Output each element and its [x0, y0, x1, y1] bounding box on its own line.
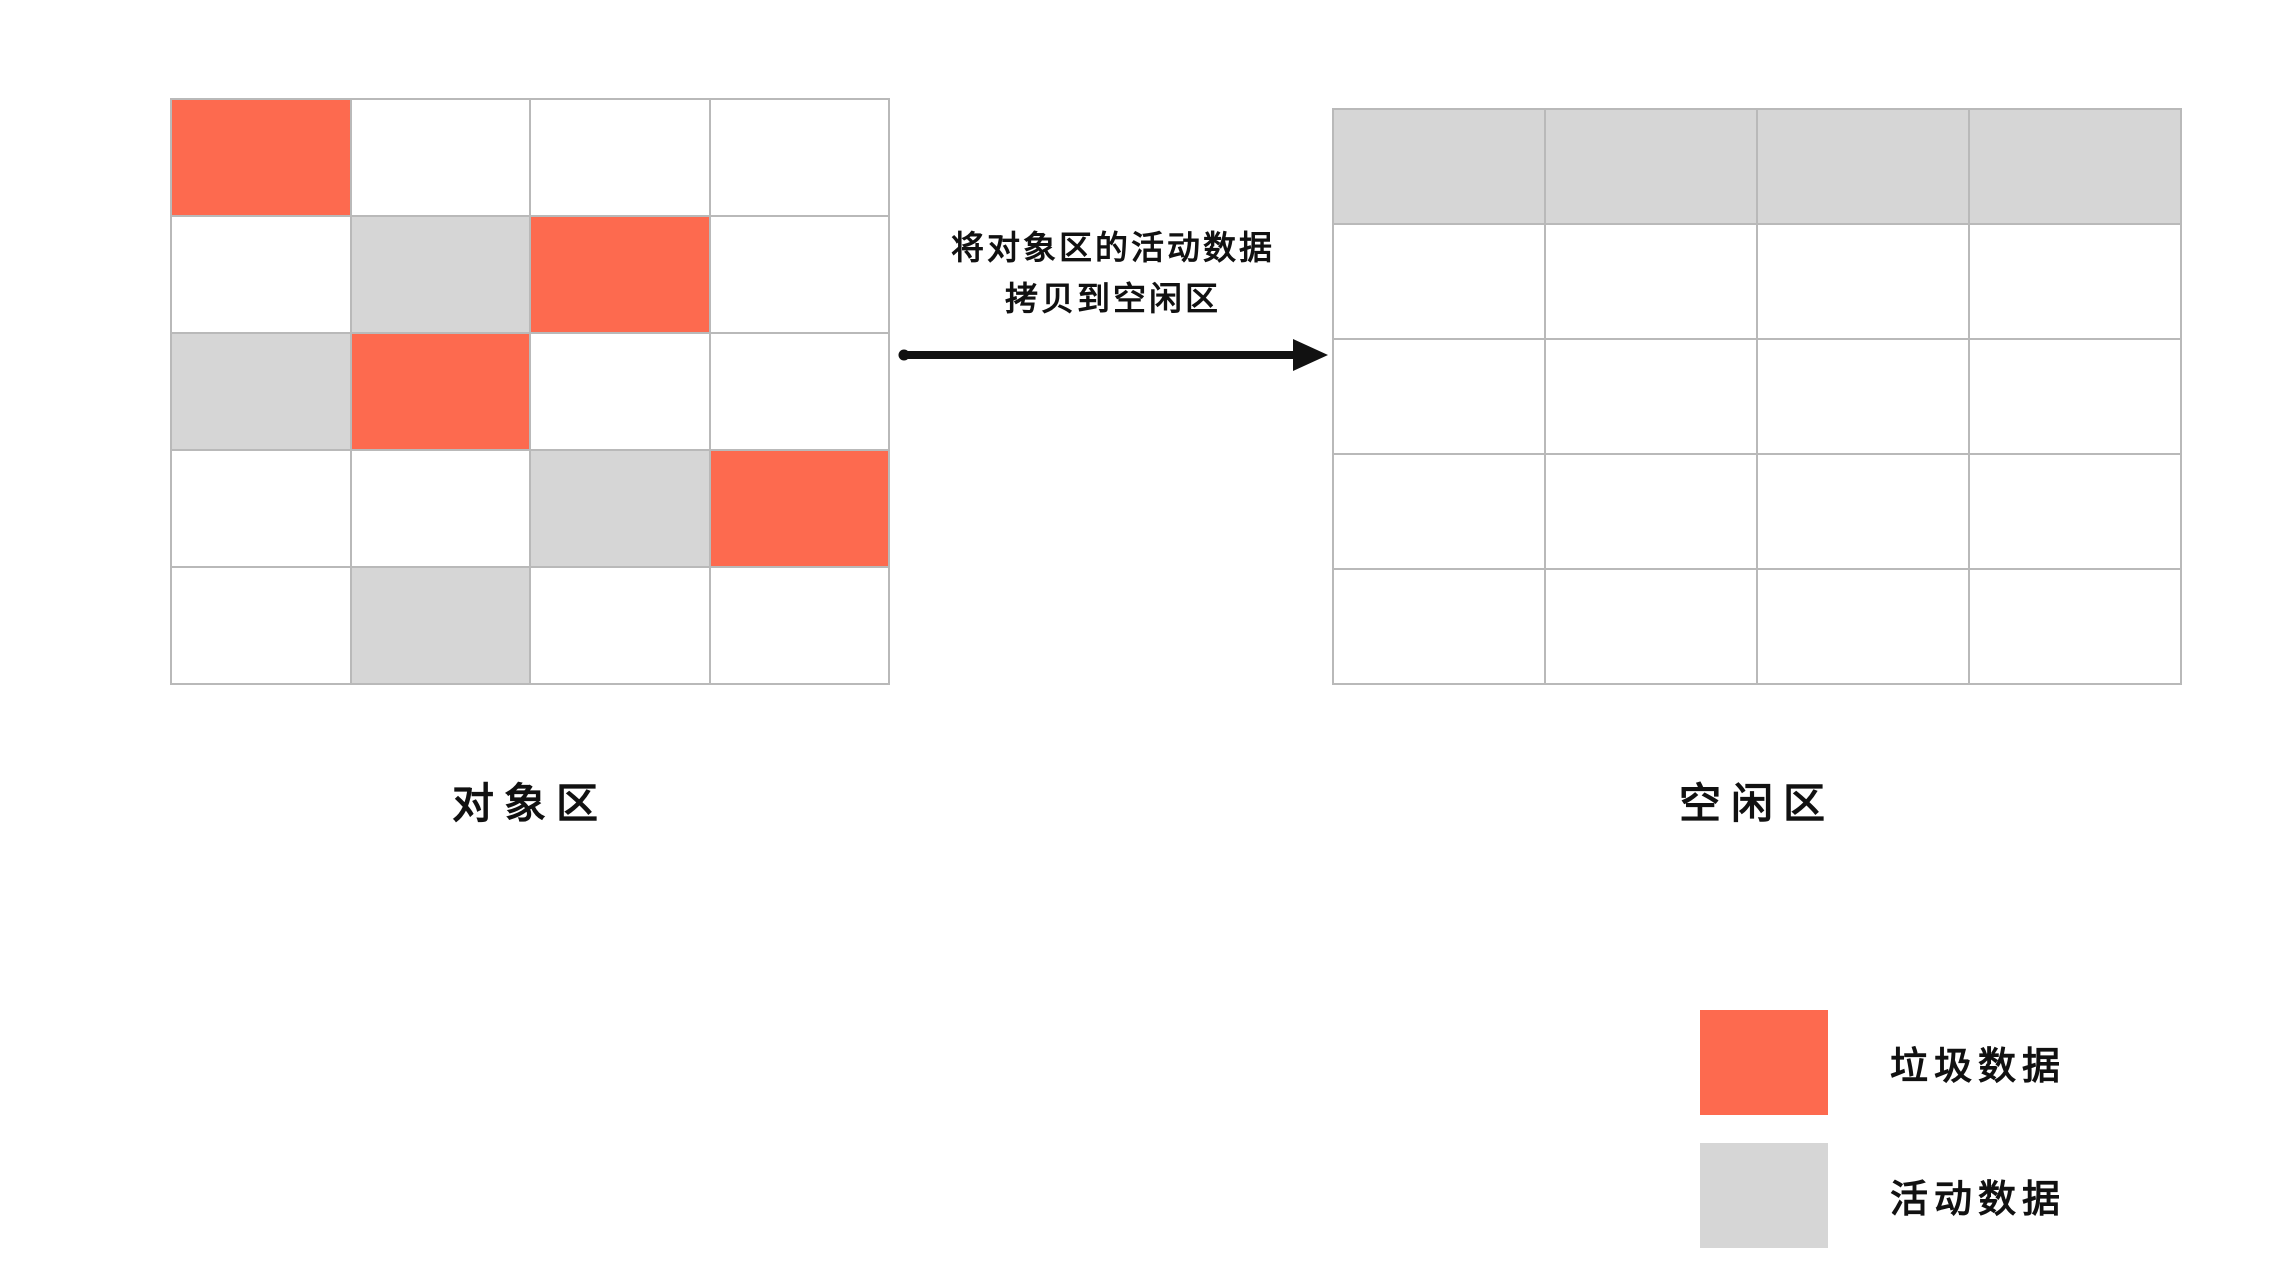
object-region-cell-r2-c2: [531, 334, 711, 451]
free-region-grid: [1332, 108, 2182, 685]
free-region-cell-r3-c3: [1970, 455, 2182, 570]
legend-swatch-active-icon: [1700, 1143, 1828, 1248]
object-region-cell-r0-c3: [710, 100, 890, 217]
free-region-cell-r1-c2: [1758, 225, 1970, 340]
object-region-cell-r2-c1: [351, 334, 531, 451]
free-region-cell-r2-c0: [1334, 340, 1546, 455]
transfer-arrow-label: 将对象区的活动数据 拷贝到空闲区: [900, 222, 1326, 324]
object-region-cell-r2-c3: [710, 334, 890, 451]
object-region-cell-r0-c1: [351, 100, 531, 217]
legend-item-garbage: 垃圾数据: [1700, 1010, 2220, 1115]
object-region-cell-r3-c2: [531, 451, 711, 568]
arrow-right-icon: [898, 339, 1328, 371]
object-region-cell-r4-c3: [710, 568, 890, 685]
object-region-cell-r4-c1: [351, 568, 531, 685]
object-region-cell-r4-c2: [531, 568, 711, 685]
object-region-cell-r3-c1: [351, 451, 531, 568]
free-region-cell-r1-c3: [1970, 225, 2182, 340]
free-region-cell-r1-c0: [1334, 225, 1546, 340]
free-region-cell-r0-c2: [1758, 110, 1970, 225]
free-region-caption: 空闲区: [1678, 779, 1835, 828]
free-region-cell-r2-c1: [1546, 340, 1758, 455]
transfer-arrow-label-line-1: 将对象区的活动数据: [951, 228, 1275, 267]
free-region-cell-r4-c0: [1334, 570, 1546, 685]
free-region-cell-r3-c2: [1758, 455, 1970, 570]
object-region-cell-r0-c2: [531, 100, 711, 217]
free-region-cell-r4-c1: [1546, 570, 1758, 685]
object-region-cell-r2-c0: [172, 334, 352, 451]
object-region-cell-r3-c3: [710, 451, 890, 568]
free-region-cell-r3-c0: [1334, 455, 1546, 570]
free-region-cell-r4-c2: [1758, 570, 1970, 685]
free-region-cell-r2-c2: [1758, 340, 1970, 455]
object-region-cell-r3-c0: [172, 451, 352, 568]
free-region-cell-r0-c3: [1970, 110, 2182, 225]
free-region-cell-r0-c0: [1334, 110, 1546, 225]
legend: 垃圾数据 活动数据: [1700, 1010, 2220, 1248]
free-region-cell-r4-c3: [1970, 570, 2182, 685]
object-region-cell-r1-c1: [351, 217, 531, 334]
object-region-caption: 对象区: [451, 779, 608, 828]
transfer-arrow-label-line-2: 拷贝到空闲区: [1005, 279, 1221, 319]
free-region-cell-r3-c1: [1546, 455, 1758, 570]
object-region-cell-r1-c2: [531, 217, 711, 334]
object-region-grid: [170, 98, 890, 685]
object-region-cell-r0-c0: [172, 100, 352, 217]
legend-swatch-garbage-icon: [1700, 1010, 1828, 1115]
legend-label-active: 活动数据: [1890, 1177, 2067, 1221]
free-region-cell-r2-c3: [1970, 340, 2182, 455]
free-region-cell-r1-c1: [1546, 225, 1758, 340]
object-region-cell-r1-c0: [172, 217, 352, 334]
object-region-cell-r1-c3: [710, 217, 890, 334]
object-region-cell-r4-c0: [172, 568, 352, 685]
free-region-cell-r0-c1: [1546, 110, 1758, 225]
legend-label-garbage: 垃圾数据: [1890, 1044, 2067, 1088]
legend-item-active: 活动数据: [1700, 1143, 2220, 1248]
